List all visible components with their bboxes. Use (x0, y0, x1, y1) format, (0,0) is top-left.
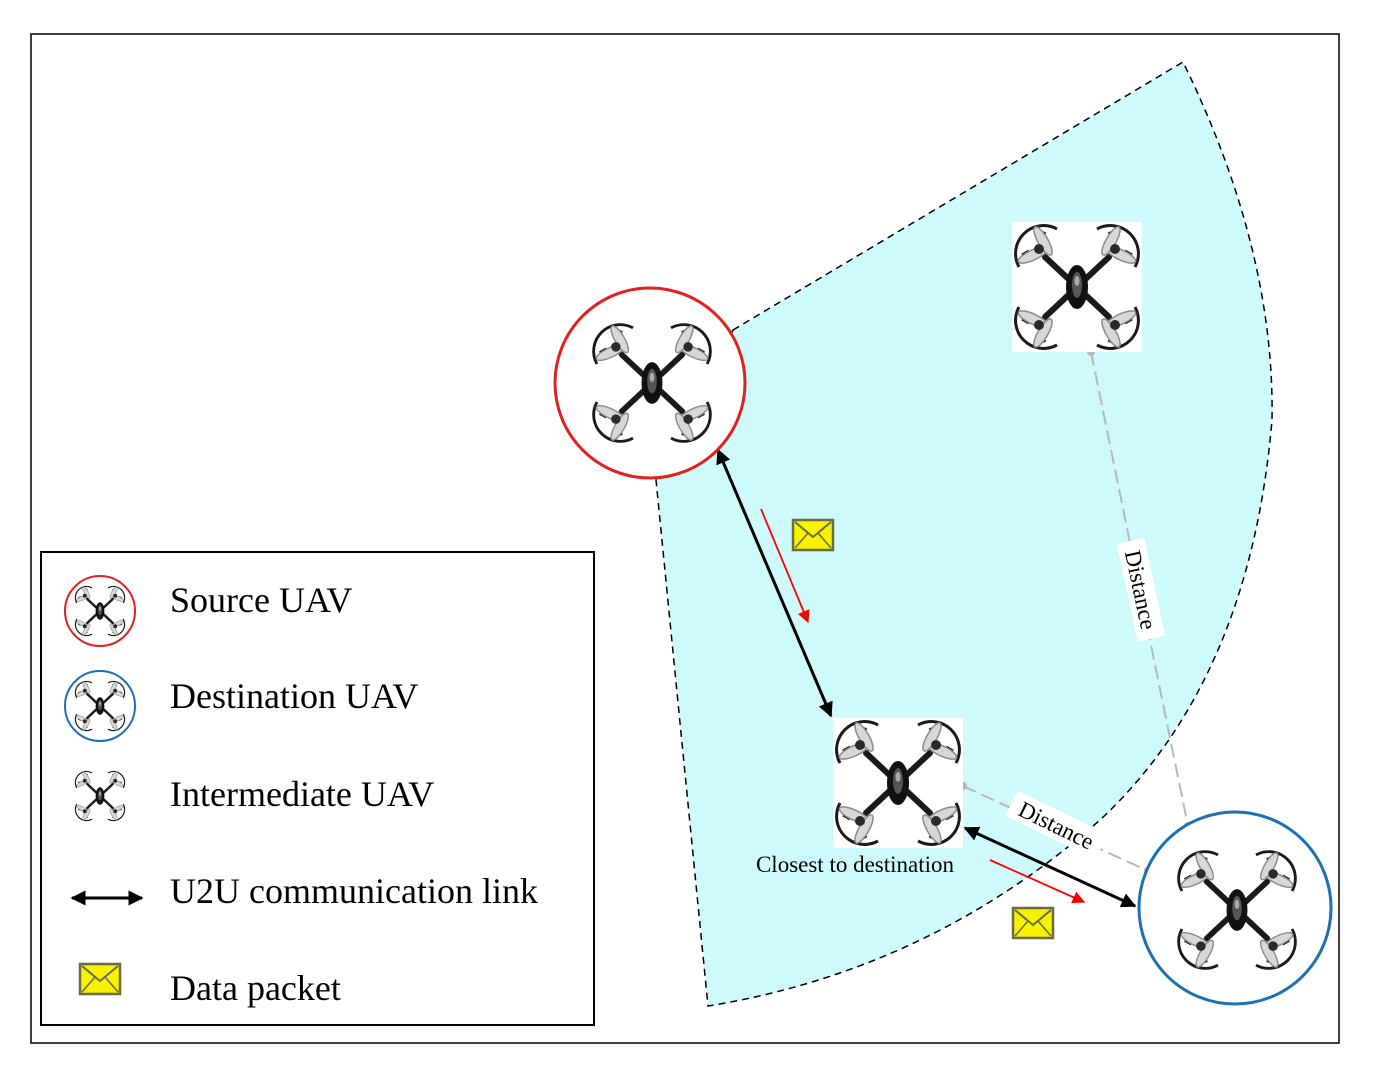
closest-to-destination-label: Closest to destination (756, 852, 955, 877)
envelope-icon (1011, 906, 1055, 940)
legend-label-source: Source UAV (170, 580, 352, 620)
envelope-icon (78, 962, 122, 996)
legend-label-link: U2U communication link (170, 871, 538, 911)
u2u-link-intermediate-to-destination (963, 826, 1137, 908)
u2u-link-source-to-intermediate (716, 448, 833, 718)
legend-box (40, 551, 595, 1026)
data-flow-arrow-2 (989, 859, 1086, 904)
legend: Source UAV Destination UAV Intermediate … (40, 551, 595, 1026)
legend-label-intermediate: Intermediate UAV (170, 774, 434, 814)
legend-label-packet: Data packet (170, 968, 341, 1008)
legend-label-destination: Destination UAV (170, 676, 418, 716)
envelope-icon (791, 518, 835, 552)
data-flow-arrow-1 (760, 508, 810, 624)
